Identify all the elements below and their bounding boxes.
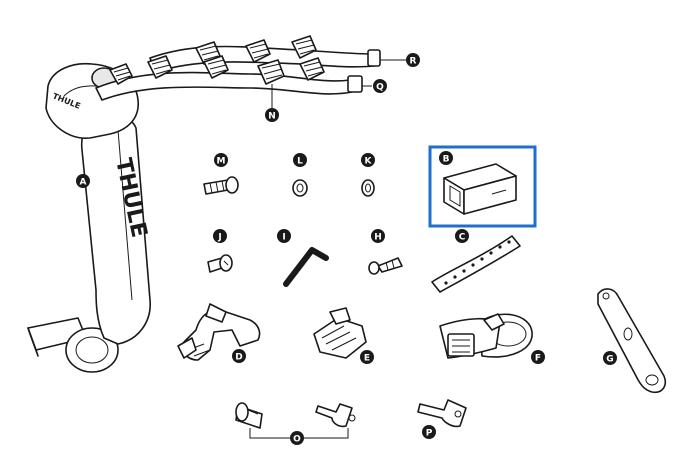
svg-text:H: H: [374, 233, 382, 243]
svg-text:G: G: [606, 355, 613, 365]
part-j-screw: [207, 254, 233, 273]
svg-text:R: R: [410, 57, 417, 67]
part-h-screw: [368, 257, 403, 275]
svg-text:M: M: [217, 157, 226, 167]
highlight-frame: [428, 145, 537, 228]
callout-k: K: [361, 153, 375, 167]
part-g-bracket: [597, 288, 667, 394]
part-f-strap-roll: [439, 313, 533, 359]
callout-d: D: [232, 349, 246, 363]
part-c-strap: [431, 235, 521, 293]
callout-b: B: [439, 151, 453, 165]
callout-m: M: [214, 153, 228, 167]
svg-text:B: B: [443, 155, 450, 165]
callout-c: C: [455, 229, 469, 243]
callout-e: E: [360, 350, 374, 364]
svg-text:P: P: [426, 429, 433, 439]
svg-text:E: E: [364, 354, 370, 364]
bike-rack-mast: THULE: [27, 62, 151, 373]
svg-text:C: C: [459, 233, 466, 243]
callout-r: R: [406, 53, 420, 67]
callout-h: H: [371, 229, 385, 243]
svg-text:N: N: [268, 112, 276, 122]
svg-text:F: F: [535, 354, 541, 364]
part-b-adapter: [428, 145, 537, 228]
callout-f: F: [531, 350, 545, 364]
callout-j: J: [213, 229, 227, 243]
svg-text:O: O: [293, 435, 301, 445]
part-o-lock-set: [235, 402, 356, 439]
callout-l: L: [293, 153, 307, 167]
svg-text:K: K: [365, 157, 373, 167]
part-m-bolt: [203, 176, 239, 195]
part-e-cradle: [313, 307, 367, 359]
callout-o: O: [290, 431, 304, 445]
callout-g: G: [603, 351, 617, 365]
svg-text:Q: Q: [376, 83, 384, 93]
callout-i: I: [277, 229, 291, 243]
svg-text:A: A: [80, 178, 87, 188]
svg-text:I: I: [282, 233, 285, 243]
svg-text:D: D: [235, 353, 242, 363]
svg-text:L: L: [297, 157, 303, 167]
callout-q: Q: [373, 79, 387, 93]
part-i-hex-key: [283, 247, 329, 287]
svg-text:J: J: [217, 233, 221, 243]
part-k-washer: [361, 179, 375, 197]
callout-n: N: [265, 108, 279, 122]
callout-p: P: [422, 425, 436, 439]
part-d-clamp: [177, 303, 261, 361]
cradle-set: [109, 35, 325, 85]
carry-arms: [95, 35, 406, 108]
part-p-key: [417, 399, 467, 428]
callout-a: A: [76, 174, 90, 188]
part-l-washer: [292, 179, 308, 197]
